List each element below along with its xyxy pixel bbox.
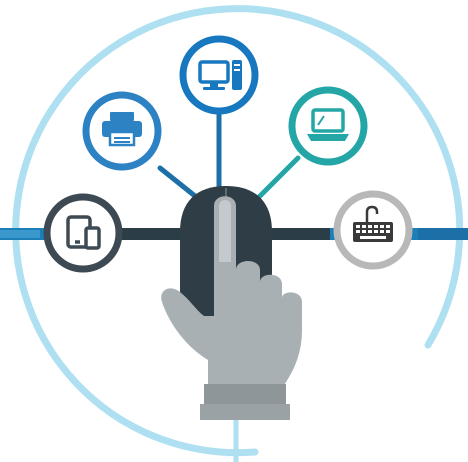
laptop-icon	[307, 108, 349, 141]
hand-shape	[161, 196, 302, 388]
connector-laptop	[253, 155, 301, 203]
tablet-node	[43, 193, 123, 273]
keyboard-icon	[353, 205, 393, 242]
computer-node	[179, 35, 259, 115]
hand	[161, 196, 302, 420]
keyboard-node	[333, 190, 413, 270]
tablet-phone-icon	[66, 215, 101, 250]
sleeve-cuff	[204, 384, 286, 406]
outer-ring	[12, 5, 464, 457]
hand-finger-highlight	[219, 200, 231, 262]
sleeve	[200, 404, 290, 420]
printer-node	[82, 91, 162, 171]
printer-icon	[102, 112, 142, 147]
laptop-node	[288, 86, 368, 166]
desktop-computer-icon	[198, 60, 242, 90]
connector-printer	[157, 165, 203, 203]
connector-lines	[157, 107, 301, 203]
